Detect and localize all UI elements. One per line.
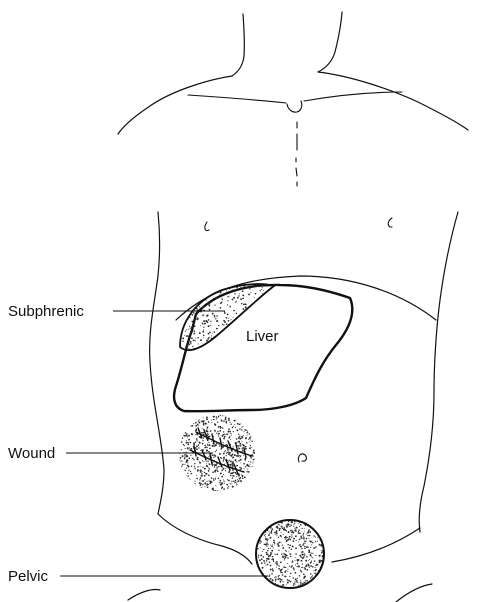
shoulder-outline [118,72,468,134]
pelvic-label: Pelvic [8,569,48,584]
neck-outline [232,12,342,76]
groin-lines [128,514,432,602]
subphrenic-label: Subphrenic [8,304,84,319]
sternal-notch [287,101,302,112]
liver-outline [174,285,352,411]
sternum-midline [296,122,297,186]
liver-label: Liver [246,329,279,344]
torso-sides [150,212,458,532]
clavicle-lines [188,92,402,103]
navel [298,454,306,462]
nipple-marks [205,218,392,231]
wound-label: Wound [8,446,55,461]
pelvic-abscess [254,519,326,590]
